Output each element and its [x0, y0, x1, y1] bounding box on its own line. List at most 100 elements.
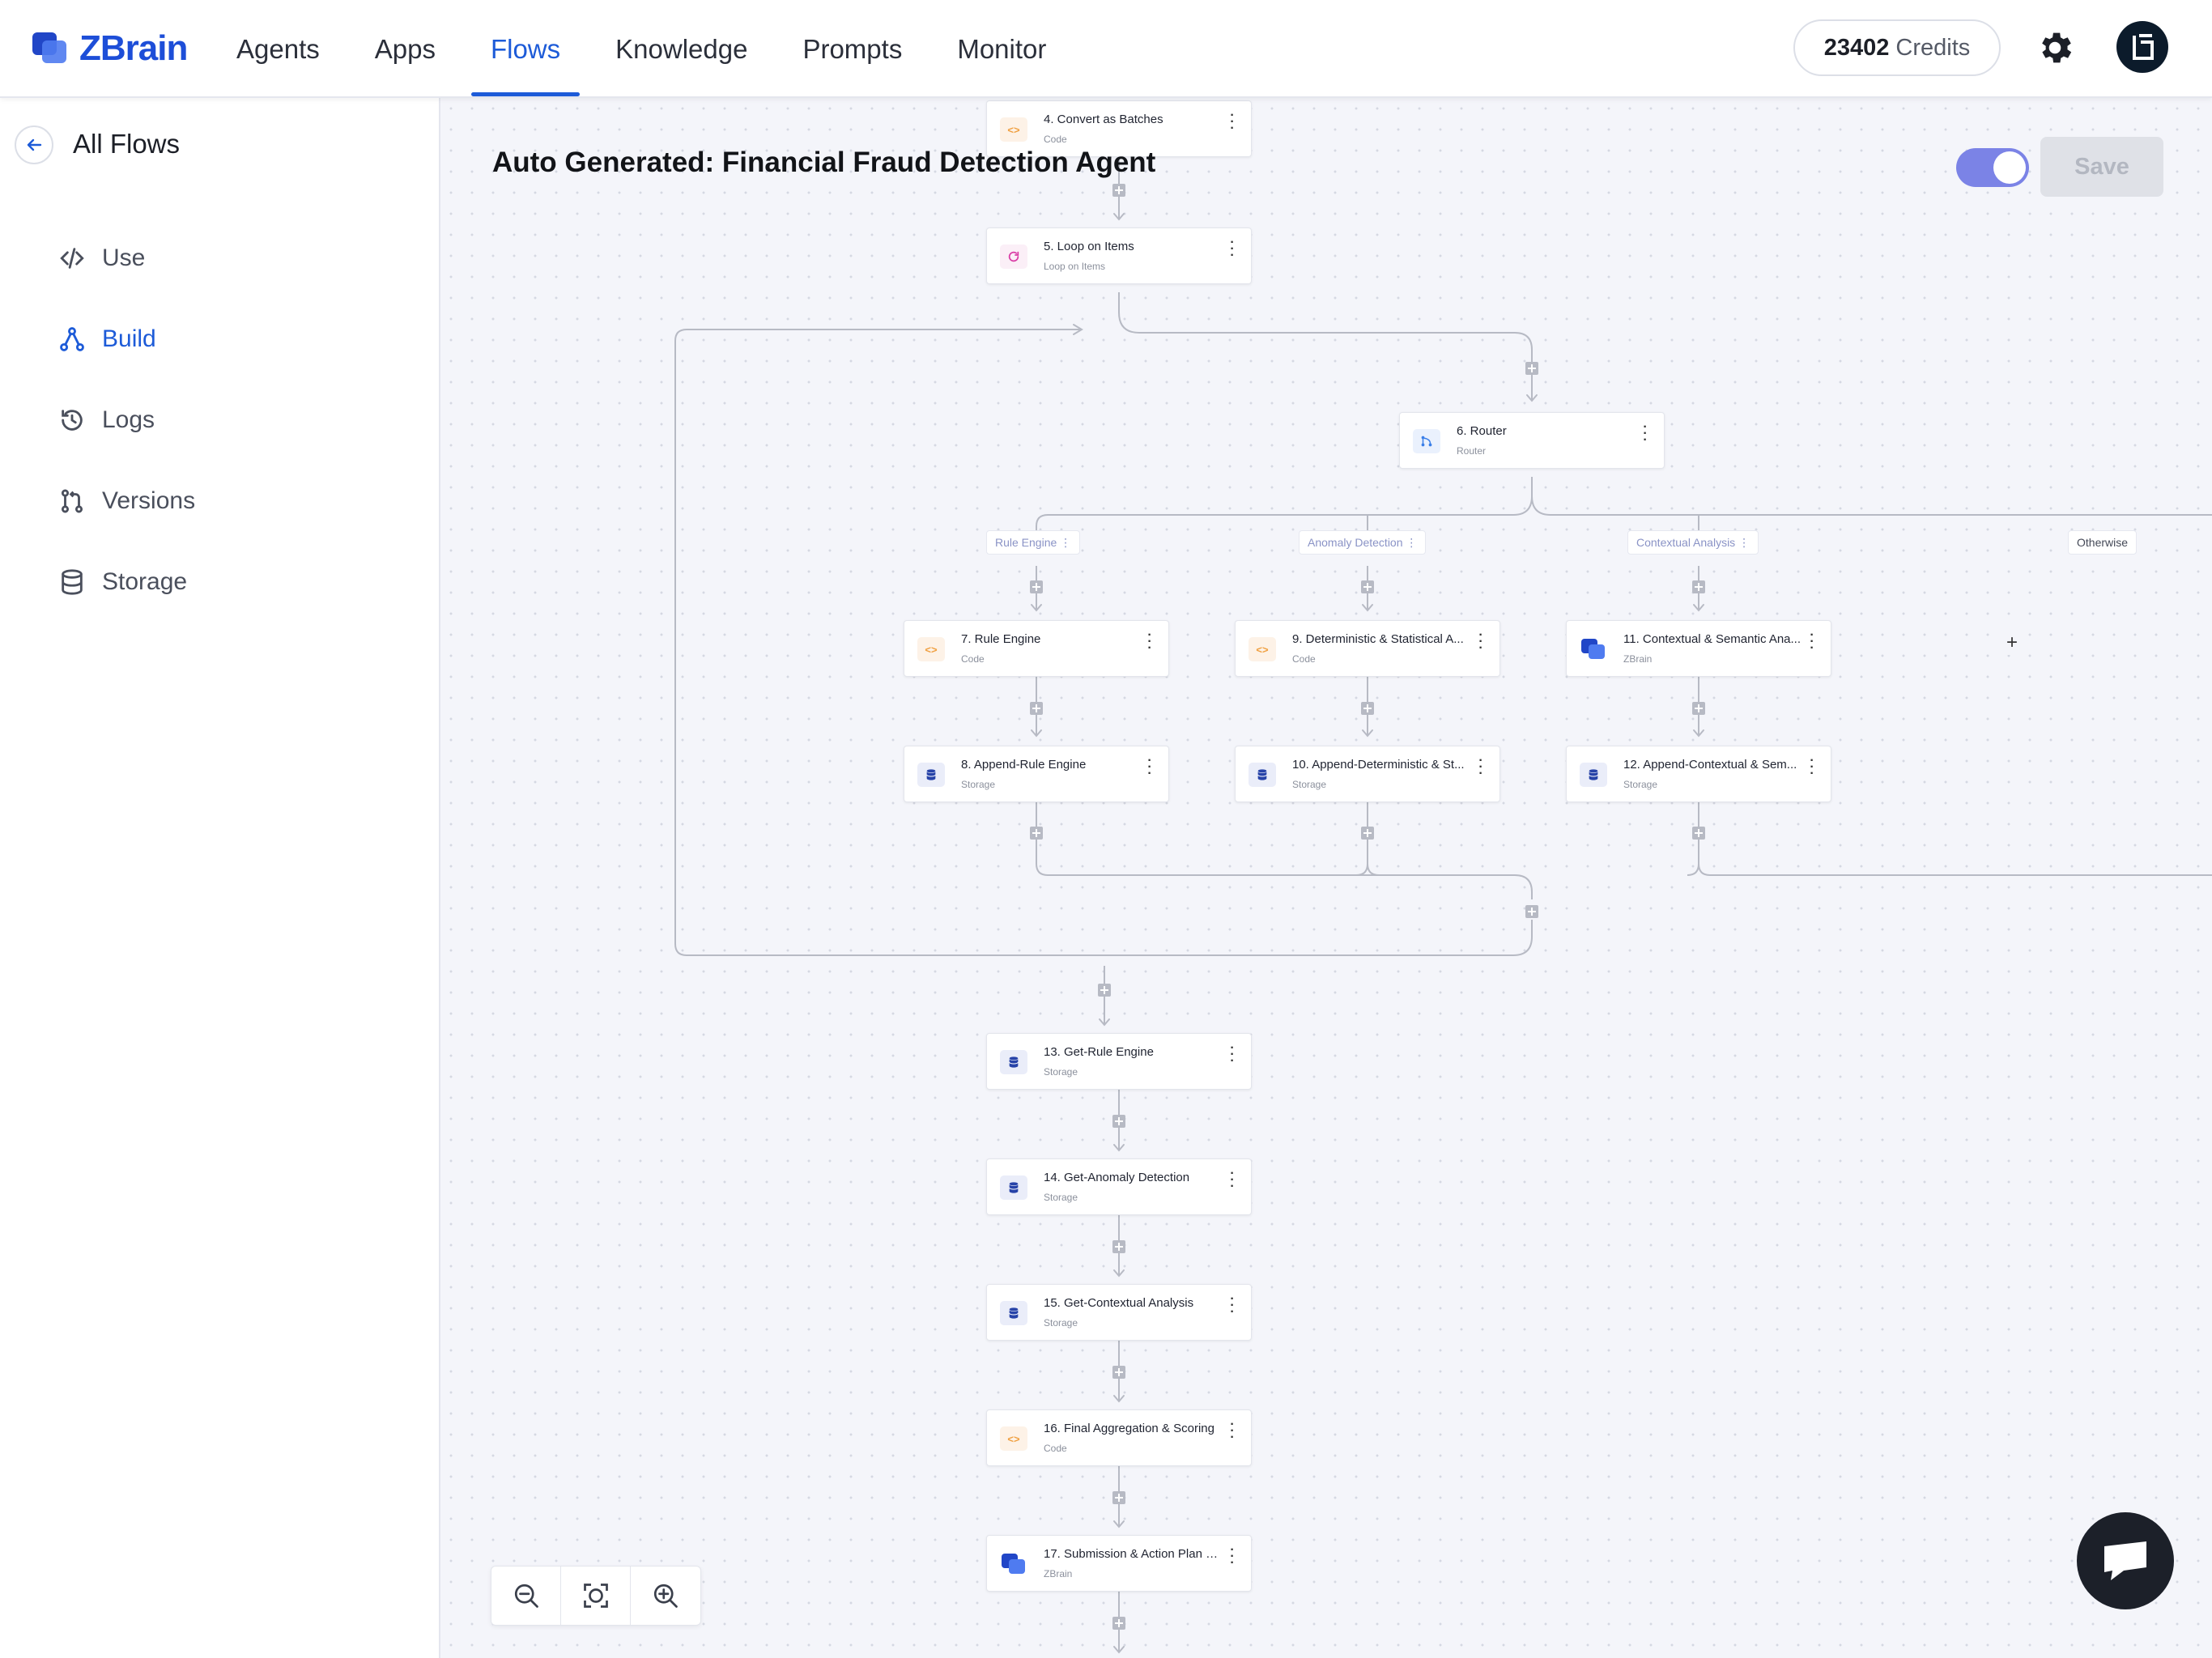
more-icon[interactable]: ···	[1643, 420, 1648, 447]
flow-node[interactable]: 5. Loop on Items Loop on Items ···	[986, 227, 1252, 284]
node-type: Code	[1044, 1443, 1067, 1454]
flow-node[interactable]: 8. Append-Rule Engine Storage ···	[904, 746, 1169, 802]
sidebar-item-versions[interactable]: Versions	[58, 483, 195, 519]
branch-label-contextual-analysis[interactable]: Contextual Analysis ⋮	[1627, 530, 1759, 555]
nav-knowledge[interactable]: Knowledge	[615, 34, 748, 64]
more-icon[interactable]: ···	[1230, 108, 1235, 135]
node-title: 7. Rule Engine	[961, 632, 1041, 646]
flow-enable-toggle[interactable]	[1956, 148, 2029, 187]
code-icon	[58, 244, 86, 272]
credits-value: 23402	[1823, 34, 1890, 61]
flow-node[interactable]: 6. Router Router ···	[1399, 412, 1665, 469]
code-icon: <>	[1249, 637, 1276, 661]
node-title: 5. Loop on Items	[1044, 240, 1134, 253]
main-nav: Agents Apps Flows Knowledge Prompts Moni…	[236, 0, 1074, 96]
sidebar-item-build[interactable]: Build	[58, 321, 156, 357]
flow-edges	[674, 157, 2212, 1654]
fit-view-icon[interactable]	[561, 1567, 631, 1625]
flow-node[interactable]: 14. Get-Anomaly Detection Storage ···	[986, 1158, 1252, 1215]
flow-node[interactable]: 11. Contextual & Semantic Ana... ZBrain …	[1566, 620, 1831, 677]
logo-icon	[32, 32, 68, 65]
flow-sidebar: All Flows Use Build Logs Versions Storag…	[0, 98, 440, 1658]
zbrain-icon	[1000, 1552, 1027, 1576]
branch-icon	[58, 487, 86, 515]
node-type: ZBrain	[1623, 653, 1653, 665]
gear-icon[interactable]	[2035, 28, 2075, 68]
flow-node[interactable]: 12. Append-Contextual & Sem... Storage ·…	[1566, 746, 1831, 802]
flow-node[interactable]: <> 4. Convert as Batches Code ···	[986, 100, 1252, 157]
nav-agents[interactable]: Agents	[236, 34, 320, 64]
flow-node[interactable]: <> 16. Final Aggregation & Scoring Code …	[986, 1409, 1252, 1466]
flow-node[interactable]: 10. Append-Deterministic & St... Storage…	[1235, 746, 1500, 802]
sidebar-item-label: Versions	[102, 487, 196, 514]
node-title: 9. Deterministic & Statistical A...	[1292, 632, 1464, 646]
branch-label-otherwise[interactable]: Otherwise	[2068, 530, 2138, 555]
node-type: Storage	[961, 779, 996, 790]
avatar[interactable]	[2116, 21, 2168, 73]
sidebar-item-logs[interactable]: Logs	[58, 402, 155, 438]
code-icon: <>	[917, 637, 945, 661]
node-type: Storage	[1044, 1317, 1078, 1329]
node-title: 8. Append-Rule Engine	[961, 758, 1087, 772]
branch-label-text: Anomaly Detection	[1308, 536, 1403, 549]
more-icon[interactable]: ···	[1810, 628, 1814, 655]
node-title: 13. Get-Rule Engine	[1044, 1045, 1154, 1059]
flow-node[interactable]: 13. Get-Rule Engine Storage ···	[986, 1033, 1252, 1090]
add-branch-step-icon[interactable]: +	[2000, 631, 2024, 655]
nav-apps[interactable]: Apps	[374, 34, 436, 64]
save-button[interactable]: Save	[2040, 137, 2163, 197]
sidebar-item-label: Use	[102, 244, 146, 271]
flow-node[interactable]: 17. Submission & Action Plan R... ZBrain…	[986, 1535, 1252, 1592]
node-type: ZBrain	[1044, 1568, 1073, 1579]
more-icon[interactable]: ···	[1230, 1418, 1235, 1444]
nav-prompts[interactable]: Prompts	[802, 34, 903, 64]
node-title: 17. Submission & Action Plan R...	[1044, 1547, 1222, 1561]
nav-monitor[interactable]: Monitor	[957, 34, 1047, 64]
more-icon[interactable]: ···	[1230, 1543, 1235, 1570]
node-type: Loop on Items	[1044, 261, 1106, 272]
sidebar-item-use[interactable]: Use	[58, 240, 145, 276]
flow-canvas[interactable]: Auto Generated: Financial Fraud Detectio…	[440, 98, 2212, 1658]
more-icon[interactable]: ···	[1147, 754, 1152, 780]
node-title: 10. Append-Deterministic & St...	[1292, 758, 1465, 772]
sidebar-item-storage[interactable]: Storage	[58, 564, 187, 600]
credits-badge[interactable]: 23402 Credits	[1793, 19, 2001, 76]
node-title: 16. Final Aggregation & Scoring	[1044, 1422, 1214, 1435]
logo-text: ZBrain	[79, 28, 188, 68]
router-icon	[1413, 429, 1440, 453]
node-title: 4. Convert as Batches	[1044, 113, 1163, 126]
more-icon[interactable]: ···	[1478, 628, 1483, 655]
arrow-left-icon	[27, 138, 42, 151]
node-title: 11. Contextual & Semantic Ana...	[1623, 632, 1802, 646]
branch-label-rule-engine[interactable]: Rule Engine ⋮	[986, 530, 1081, 555]
branch-label-anomaly-detection[interactable]: Anomaly Detection ⋮	[1299, 530, 1427, 555]
flow-node[interactable]: <> 7. Rule Engine Code ···	[904, 620, 1169, 677]
more-icon[interactable]: ···	[1230, 236, 1235, 262]
loop-icon	[1000, 244, 1027, 269]
more-icon[interactable]: ···	[1230, 1292, 1235, 1319]
node-type: Router	[1457, 445, 1487, 457]
zbrain-logo[interactable]: ZBrain	[32, 28, 188, 68]
back-button[interactable]	[15, 125, 53, 164]
more-icon[interactable]: ···	[1230, 1167, 1235, 1193]
more-icon[interactable]: ···	[1230, 1041, 1235, 1068]
node-type: Storage	[1623, 779, 1658, 790]
chat-button[interactable]	[2077, 1512, 2174, 1609]
zoom-out-icon[interactable]	[491, 1567, 561, 1625]
flow-node[interactable]: <> 9. Deterministic & Statistical A... C…	[1235, 620, 1500, 677]
sidebar-item-label: Build	[102, 325, 156, 352]
history-icon	[58, 406, 86, 434]
node-type: Storage	[1292, 779, 1327, 790]
more-icon[interactable]: ···	[1147, 628, 1152, 655]
database-icon	[1580, 763, 1607, 787]
more-icon[interactable]: ···	[1478, 754, 1483, 780]
node-type: Code	[961, 653, 985, 665]
zoom-in-icon[interactable]	[631, 1567, 700, 1625]
more-icon[interactable]: ···	[1810, 754, 1814, 780]
node-type: Code	[1292, 653, 1316, 665]
node-title: 15. Get-Contextual Analysis	[1044, 1296, 1194, 1310]
flow-node[interactable]: 15. Get-Contextual Analysis Storage ···	[986, 1284, 1252, 1341]
all-flows-link[interactable]: All Flows	[73, 129, 181, 159]
nav-flows[interactable]: Flows	[463, 0, 588, 96]
sidebar-item-label: Logs	[102, 406, 155, 433]
